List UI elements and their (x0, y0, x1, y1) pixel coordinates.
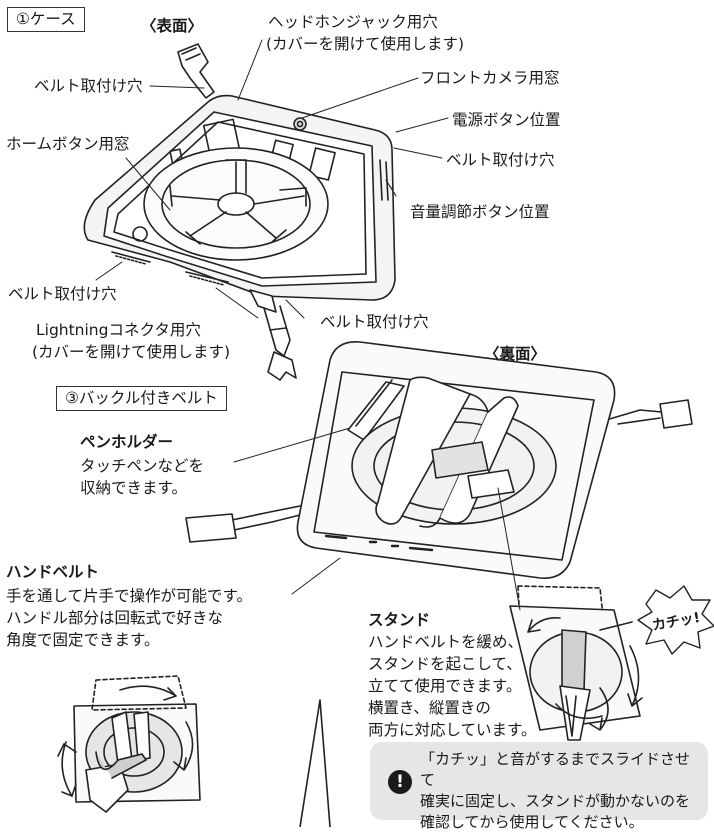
buckle-belt-badge: ③バックル付きベルト (56, 386, 227, 411)
belt-hole-bottom-right-label: ベルト取付け穴 (320, 313, 429, 331)
hand-belt-title: ハンドベルト (6, 563, 100, 581)
belt-hole-bottom-left-label: ベルト取付け穴 (8, 285, 117, 303)
lightning-port-note: (カバーを開けて使用します) (32, 343, 231, 361)
caution-note-text: 「カチッ」と音がするまでスライドさせて 確実に固定し、スタンドが動かないのを 確… (420, 750, 691, 831)
headphone-jack-note: (カバーを開けて使用します) (266, 35, 465, 53)
power-button-label: 電源ボタン位置 (452, 111, 561, 129)
front-camera-label: フロントカメラ用窓 (420, 69, 560, 87)
back-side-title: 〈裏面〉 (484, 345, 547, 363)
stand-desc-1: ハンドベルトを緩め、 (368, 633, 524, 651)
stand-desc-5: 両方に対応しています。 (368, 721, 537, 739)
stand-mini-illustration (509, 585, 643, 741)
leader-lines (95, 39, 521, 611)
case-badge: ①ケース (7, 7, 85, 32)
headphone-jack-label: ヘッドホンジャック用穴 (268, 13, 438, 31)
hand-belt-desc-1: 手を通して片手で操作が可能です。 (6, 587, 252, 605)
front-side-title: 〈表面〉 (141, 17, 204, 35)
hand-belt-desc-2: ハンドル部分は回転式で好きな (6, 609, 224, 627)
hand-belt-mini-illustration (57, 675, 331, 827)
stand-desc-3: 立てて使用できます。 (368, 677, 522, 695)
front-case-drawing (83, 43, 396, 381)
stand-title: スタンド (368, 611, 431, 629)
home-button-label: ホームボタン用窓 (6, 135, 130, 153)
click-burst-shape (637, 585, 714, 655)
stand-desc-2: スタンドを起こして、 (368, 655, 522, 673)
volume-button-label: 音量調節ボタン位置 (410, 203, 550, 221)
stand-desc-4: 横置き、縦置きの (368, 699, 491, 717)
pen-holder-desc-2: 収納できます。 (80, 479, 187, 497)
caution-note: ! 「カチッ」と音がするまでスライドさせて 確実に固定し、スタンドが動かないのを… (370, 742, 708, 831)
belt-hole-right-label: ベルト取付け穴 (446, 151, 555, 169)
hand-belt-desc-3: 角度で固定できます。 (6, 631, 160, 649)
pen-holder-title: ペンホルダー (80, 433, 174, 451)
belt-hole-top-left-label: ベルト取付け穴 (34, 77, 143, 95)
lightning-port-label: Lightningコネクタ用穴 (36, 321, 201, 339)
exclamation-icon: ! (388, 770, 412, 794)
back-case-drawing (185, 341, 693, 579)
pen-holder-desc-1: タッチペンなどを (80, 457, 205, 475)
